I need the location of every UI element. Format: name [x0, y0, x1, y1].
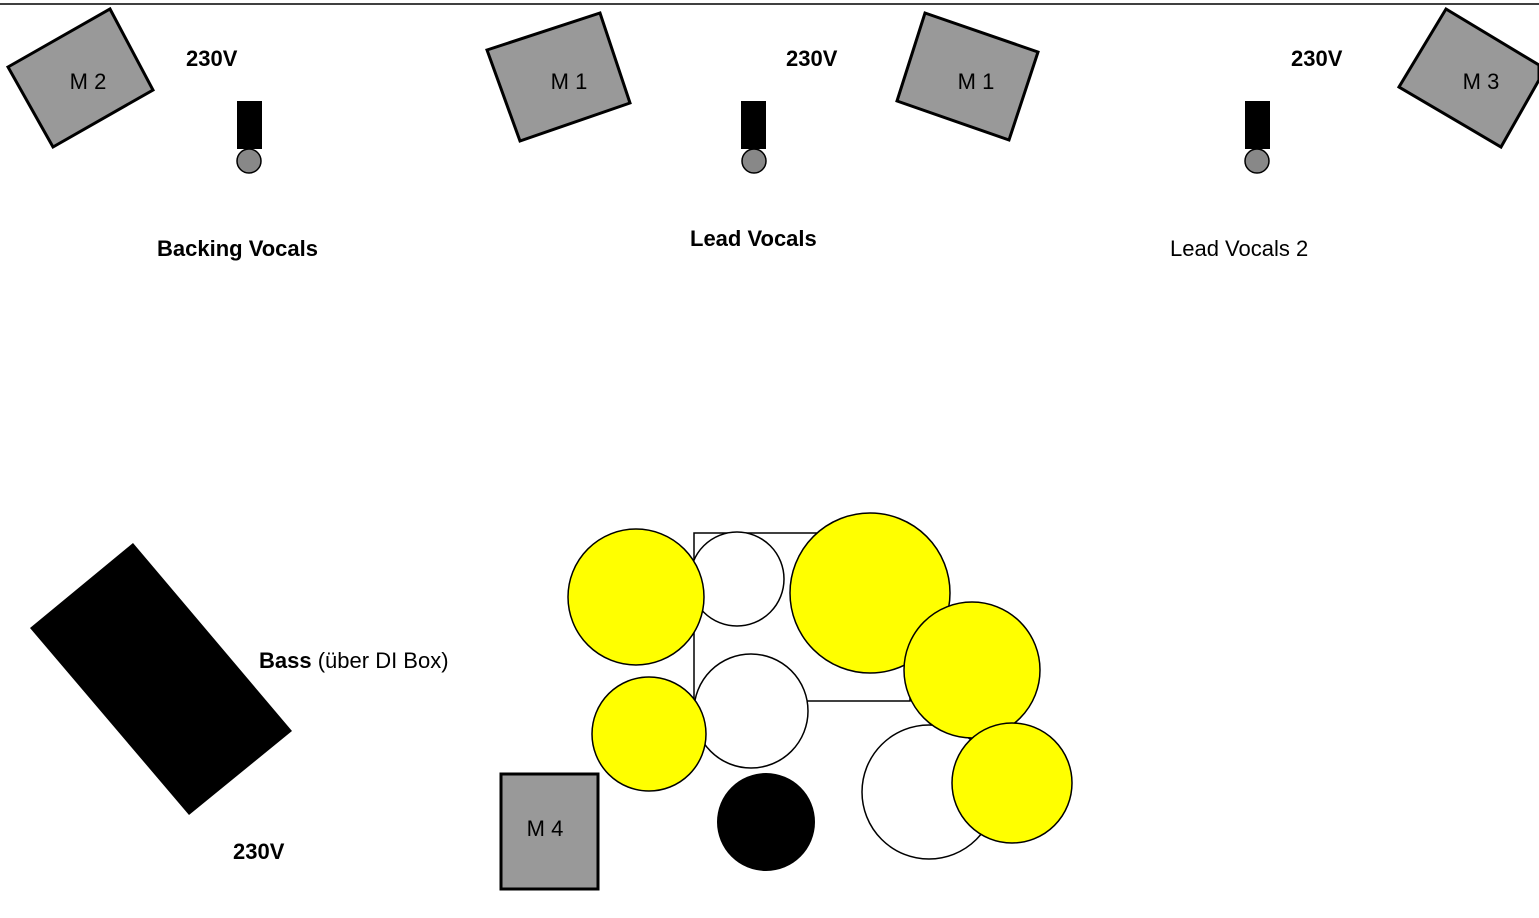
cymbal-crash-left [567, 528, 705, 666]
position-label-lead-vocals-2: Lead Vocals 2 [1170, 236, 1309, 261]
power-label-bass: 230V [233, 839, 285, 864]
monitor-wedge-m2 [5, 6, 156, 150]
monitor-wedge-m1-right [895, 11, 1040, 142]
power-label-lead2: 230V [1291, 46, 1343, 71]
power-label-lead: 230V [786, 46, 838, 71]
monitor-wedge-m1-left [485, 11, 632, 143]
monitor-label-m1-right: M 1 [957, 69, 995, 94]
monitor-wedge-m3 [1396, 6, 1539, 150]
bass-amp [30, 543, 292, 815]
cymbal-ride [789, 512, 951, 674]
mic-body [1245, 101, 1270, 149]
cymbal-crash-right [903, 601, 1041, 739]
bass-name: Bass [259, 648, 312, 673]
monitor-wedge-m4 [499, 772, 600, 891]
mic-base [236, 148, 262, 174]
mic-stand-backing [236, 101, 262, 174]
snare-drum [693, 653, 809, 769]
mic-stand-lead [741, 101, 767, 174]
position-label-backing-vocals: Backing Vocals [157, 236, 318, 261]
mic-base [1244, 148, 1270, 174]
kick-drum [717, 773, 815, 871]
monitor-label-m4: M 4 [526, 816, 564, 841]
mic-stand-lead2 [1244, 101, 1270, 174]
monitor-label-m2: M 2 [69, 69, 107, 94]
mic-body [237, 101, 262, 149]
cymbal-splash [951, 722, 1073, 844]
monitor-label-m1-left: M 1 [550, 69, 588, 94]
mic-body [741, 101, 766, 149]
power-label-backing: 230V [186, 46, 238, 71]
tom-1 [689, 531, 785, 627]
position-label-bass: Bass (über DI Box) [259, 650, 449, 672]
bass-note: (über DI Box) [317, 648, 449, 673]
position-label-lead-vocals: Lead Vocals [690, 226, 817, 251]
cymbal-hihat [591, 676, 707, 792]
monitor-label-m3: M 3 [1462, 69, 1500, 94]
mic-base [741, 148, 767, 174]
